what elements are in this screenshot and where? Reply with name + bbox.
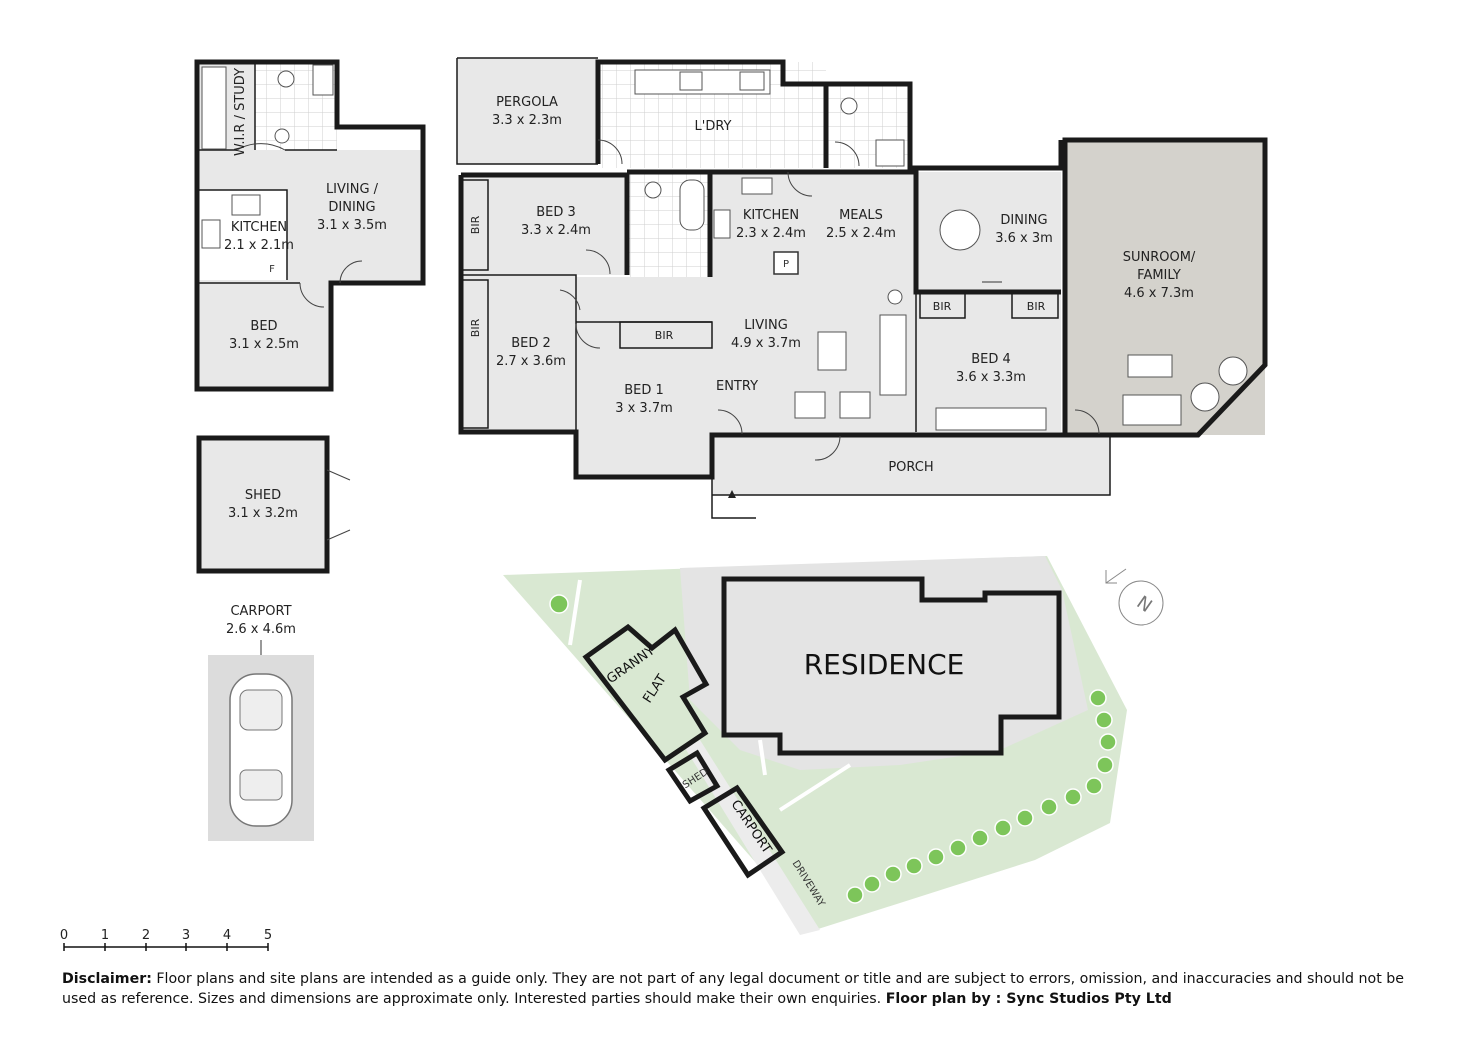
bed2-size: 2.7 x 3.6m xyxy=(496,354,566,369)
flat-bed-size: 3.1 x 2.5m xyxy=(229,337,299,352)
dining-size: 3.6 x 3m xyxy=(995,231,1053,246)
site-plan: RESIDENCE GRANNY FLAT SHED CARPORT DRIVE… xyxy=(503,556,1164,935)
shed-size: 3.1 x 3.2m xyxy=(228,506,298,521)
kitchen-label: KITCHEN xyxy=(743,208,799,223)
bed1-label: BED 1 xyxy=(624,383,664,398)
kitchen-size: 2.3 x 2.4m xyxy=(736,226,806,241)
sunroom-size: 4.6 x 7.3m xyxy=(1124,286,1194,301)
bed3-size: 3.3 x 2.4m xyxy=(521,223,591,238)
flat-living-dining-label-2: DINING xyxy=(328,200,375,215)
carport-plan: CARPORT 2.6 x 4.6m xyxy=(208,604,314,841)
granny-flat-plan: W.I.R / STUDY LIVING / DINING 3.1 x 3.5m… xyxy=(194,59,426,392)
main-house-plan: PERGOLA 3.3 x 2.3m L'DRY BED 3 3.3 x 2.4… xyxy=(456,57,1268,519)
flat-living-dining-label: LIVING / xyxy=(326,182,379,197)
tree-row xyxy=(846,689,1117,904)
pergola-label: PERGOLA xyxy=(496,95,558,110)
bed3-bir-label: BIR xyxy=(469,215,482,234)
scale-tick-label: 4 xyxy=(223,928,231,943)
living-label: LIVING xyxy=(744,318,788,333)
bed4-label: BED 4 xyxy=(971,352,1011,367)
shed-label: SHED xyxy=(245,488,281,503)
credit-text: Floor plan by : Sync Studios Pty Ltd xyxy=(885,991,1172,1007)
laundry-label: L'DRY xyxy=(695,119,732,134)
scale-tick-label: 0 xyxy=(60,928,68,943)
bed1-bir-label: BIR xyxy=(655,329,674,342)
entry-label: ENTRY xyxy=(716,379,758,394)
meals-label: MEALS xyxy=(839,208,883,223)
pergola-size: 3.3 x 2.3m xyxy=(492,113,562,128)
flat-kitchen-size: 2.1 x 2.1m xyxy=(224,238,294,253)
bed2-label: BED 2 xyxy=(511,336,551,351)
scale-tick-label: 5 xyxy=(264,928,272,943)
sunroom-label: SUNROOM/ xyxy=(1123,250,1196,265)
car-icon xyxy=(229,673,293,827)
pantry-label: P xyxy=(783,259,789,270)
residence-label: RESIDENCE xyxy=(804,648,965,681)
bed4-bir-left-label: BIR xyxy=(933,300,952,313)
bed4-bir-right-label: BIR xyxy=(1027,300,1046,313)
wir-study-label: W.I.R / STUDY xyxy=(233,68,248,156)
flat-living-dining-size: 3.1 x 3.5m xyxy=(317,218,387,233)
scale-bar: 0 1 2 3 4 5 xyxy=(60,928,272,951)
disclaimer-footer: Disclaimer: Floor plans and site plans a… xyxy=(62,969,1442,1009)
porch-label: PORCH xyxy=(888,460,933,475)
fridge-label: F xyxy=(269,264,275,275)
scale-tick-label: 1 xyxy=(101,928,109,943)
flat-kitchen-label: KITCHEN xyxy=(231,220,287,235)
bed2-bir-label: BIR xyxy=(469,318,482,337)
carport-label: CARPORT xyxy=(230,604,291,619)
flat-bed-label: BED xyxy=(250,319,277,334)
meals-size: 2.5 x 2.4m xyxy=(826,226,896,241)
bed1-size: 3 x 3.7m xyxy=(615,401,673,416)
scale-tick-label: 2 xyxy=(142,928,150,943)
disclaimer-text: Floor plans and site plans are intended … xyxy=(62,971,1405,1007)
dining-label: DINING xyxy=(1000,213,1047,228)
north-arrow-icon: N xyxy=(1105,568,1164,626)
disclaimer-label: Disclaimer: xyxy=(62,971,152,987)
shed-plan: SHED 3.1 x 3.2m xyxy=(196,435,351,574)
living-size: 4.9 x 3.7m xyxy=(731,336,801,351)
bed3-label: BED 3 xyxy=(536,205,576,220)
bed4-size: 3.6 x 3.3m xyxy=(956,370,1026,385)
scale-tick-label: 3 xyxy=(182,928,190,943)
sunroom-label-2: FAMILY xyxy=(1137,268,1181,283)
carport-size: 2.6 x 4.6m xyxy=(226,622,296,637)
